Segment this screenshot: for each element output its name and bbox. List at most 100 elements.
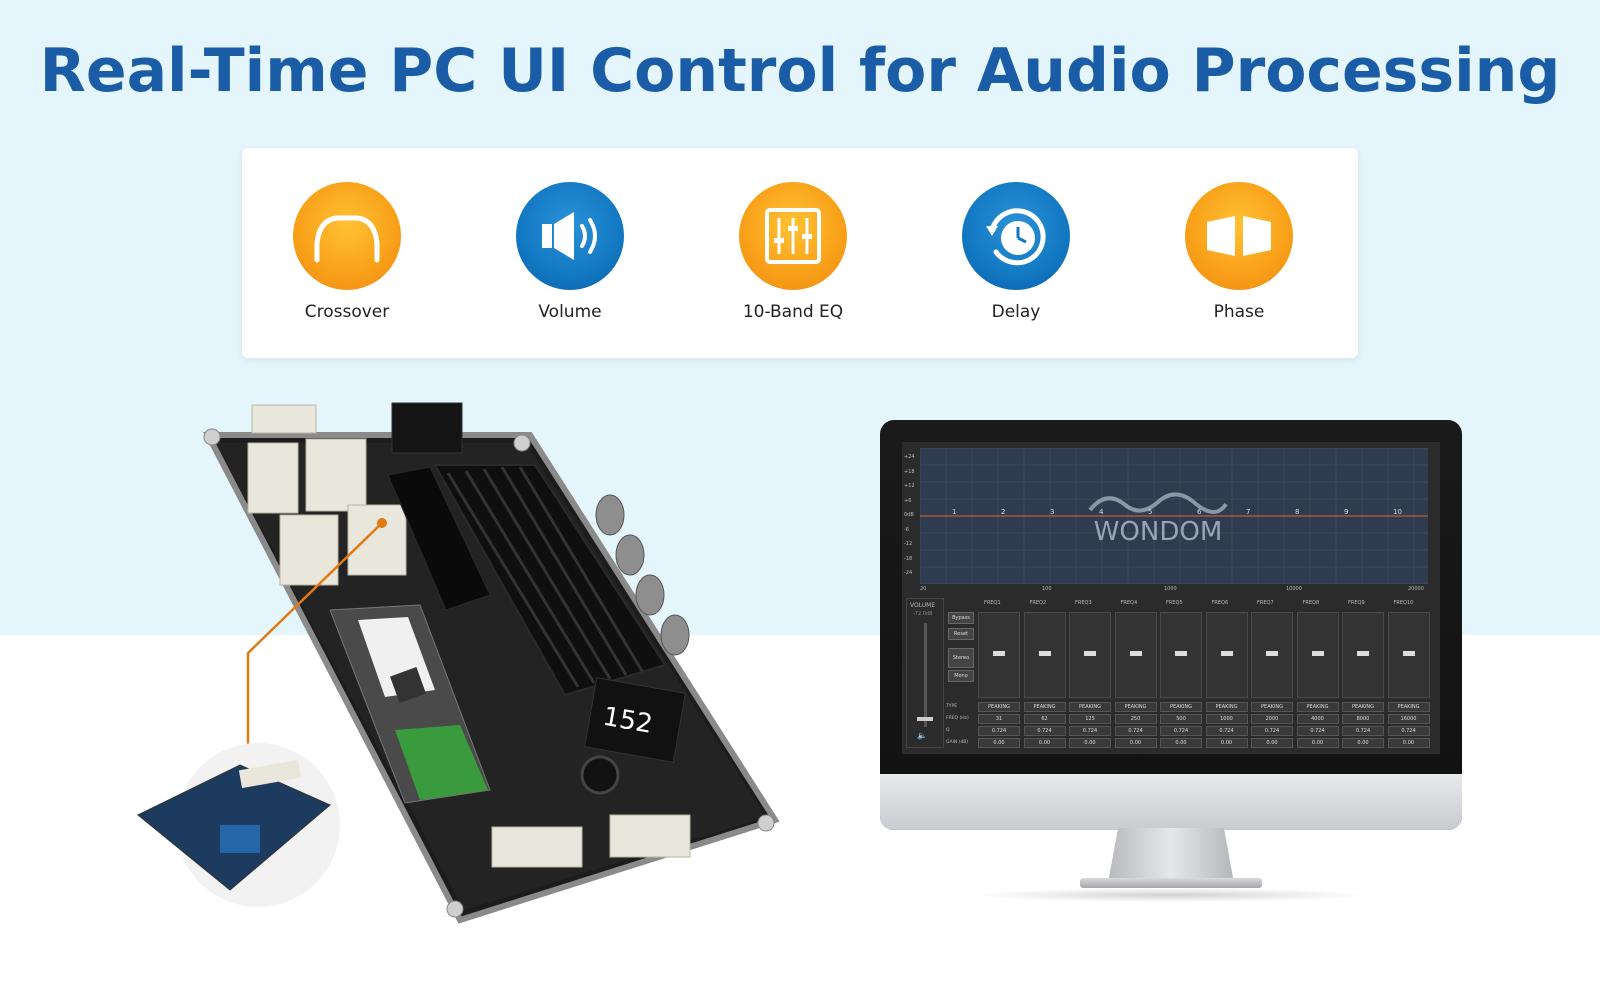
- band-slider[interactable]: [1114, 612, 1157, 698]
- eq-point-label[interactable]: 7: [1246, 508, 1250, 516]
- feature-delay: Delay: [926, 182, 1106, 322]
- band-freq-cell[interactable]: 500: [1160, 714, 1202, 724]
- phase-icon: [1185, 182, 1293, 290]
- band-slider-handle[interactable]: [993, 651, 1005, 656]
- band-slider[interactable]: [1251, 612, 1293, 698]
- band-freq-cell[interactable]: 4000: [1296, 714, 1339, 724]
- band-type-cell[interactable]: PEAKING: [1160, 702, 1202, 712]
- reset-button[interactable]: Reset: [948, 628, 974, 640]
- eq-response-graph: WONDOM 1 2 3 4 5 6 7 8 9 10: [919, 447, 1428, 585]
- eq-point-label[interactable]: 2: [1001, 508, 1005, 516]
- eq-point-label[interactable]: 5: [1148, 508, 1152, 516]
- band-freq-cell[interactable]: 1000: [1205, 714, 1248, 724]
- band-freq-cell[interactable]: 2000: [1251, 714, 1293, 724]
- band-gain-cell[interactable]: 0.00: [1160, 738, 1202, 748]
- feature-panel: Crossover Volume 10-Band EQ: [242, 148, 1358, 358]
- band-q-cell[interactable]: 0.724: [1387, 726, 1430, 736]
- band-slider-handle[interactable]: [1038, 651, 1051, 656]
- band-name: FREQ3: [1075, 600, 1092, 606]
- band-q-cell[interactable]: 0.724: [1342, 726, 1384, 736]
- monitor-stand-base: [1080, 878, 1262, 888]
- feature-label: Volume: [538, 302, 602, 322]
- volume-slider[interactable]: [924, 623, 927, 727]
- band-gain-cell[interactable]: 0.00: [1114, 738, 1157, 748]
- volume-value: -72.0dB: [913, 611, 933, 617]
- band-freq-cell[interactable]: 16000: [1387, 714, 1430, 724]
- band-q-cell[interactable]: 0.724: [1114, 726, 1157, 736]
- band-type-cell[interactable]: PEAKING: [1205, 702, 1248, 712]
- band-slider[interactable]: [1342, 612, 1384, 698]
- band-slider-handle[interactable]: [1129, 651, 1142, 656]
- eq-point-label[interactable]: 1: [952, 508, 956, 516]
- band-gain-cell[interactable]: 0.00: [1296, 738, 1339, 748]
- band-gain-cell[interactable]: 0.00: [1387, 738, 1430, 748]
- brand-logo: WONDOM: [1094, 517, 1223, 547]
- band-freq-cell[interactable]: 62: [1023, 714, 1066, 724]
- freq-tick-label: 20: [920, 586, 927, 592]
- band-slider-handle[interactable]: [1266, 651, 1278, 656]
- band-q-cell[interactable]: 0.724: [1251, 726, 1293, 736]
- band-gain-cell[interactable]: 0.00: [1342, 738, 1384, 748]
- band-q-cell[interactable]: 0.724: [1205, 726, 1248, 736]
- volume-label: VOLUME: [910, 602, 936, 609]
- band-type-cell[interactable]: PEAKING: [1114, 702, 1157, 712]
- band-slider-handle[interactable]: [1220, 651, 1233, 656]
- band-slider[interactable]: [1296, 612, 1339, 698]
- band-type-cell[interactable]: PEAKING: [1342, 702, 1384, 712]
- band-q-cell[interactable]: 0.724: [978, 726, 1020, 736]
- eq-point-label[interactable]: 3: [1050, 508, 1054, 516]
- band-slider-handle[interactable]: [1175, 651, 1187, 656]
- band-slider[interactable]: [1023, 612, 1066, 698]
- band-q-cell[interactable]: 0.724: [1023, 726, 1066, 736]
- band-freq-cell[interactable]: 250: [1114, 714, 1157, 724]
- freq-tick-label: 100: [1042, 586, 1052, 592]
- amplifier-board-image: 152: [130, 395, 810, 935]
- band-type-cell[interactable]: PEAKING: [1251, 702, 1293, 712]
- band-slider[interactable]: [1205, 612, 1248, 698]
- band-q-cell[interactable]: 0.724: [1296, 726, 1339, 736]
- band-gain-cell[interactable]: 0.00: [978, 738, 1020, 748]
- eq-point-label[interactable]: 8: [1295, 508, 1299, 516]
- band-slider-handle[interactable]: [1084, 651, 1096, 656]
- band-name: FREQ4: [1120, 600, 1138, 606]
- eq-point-label[interactable]: 6: [1197, 508, 1202, 516]
- band-freq-cell[interactable]: 8000: [1342, 714, 1384, 724]
- band-slider-handle[interactable]: [1311, 651, 1324, 656]
- band-type-cell[interactable]: PEAKING: [1023, 702, 1066, 712]
- band-gain-cell[interactable]: 0.00: [1069, 738, 1111, 748]
- row-label: Q: [946, 728, 950, 733]
- band-gain-cell[interactable]: 0.00: [1251, 738, 1293, 748]
- band-q-cell[interactable]: 0.724: [1160, 726, 1202, 736]
- stereo-button[interactable]: Stereo: [948, 648, 974, 668]
- band-freq-cell[interactable]: 125: [1069, 714, 1111, 724]
- gain-tick-label: +12: [904, 483, 915, 489]
- eq-point-label[interactable]: 9: [1344, 508, 1348, 516]
- freq-tick-label: 20000: [1408, 586, 1424, 592]
- band-slider-handle[interactable]: [1402, 651, 1415, 656]
- gain-tick-label: 0dB: [904, 512, 914, 518]
- band-gain-cell[interactable]: 0.00: [1023, 738, 1066, 748]
- band-freq-cell[interactable]: 31: [978, 714, 1020, 724]
- eq-point-label[interactable]: 10: [1393, 508, 1402, 516]
- band-type-cell[interactable]: PEAKING: [1387, 702, 1430, 712]
- band-slider-handle[interactable]: [1357, 651, 1369, 656]
- band-slider[interactable]: [1069, 612, 1111, 698]
- feature-phase: Phase: [1149, 182, 1329, 322]
- eq-point-label[interactable]: 4: [1099, 508, 1104, 516]
- band-slider[interactable]: [1387, 612, 1430, 698]
- bypass-button[interactable]: Bypass: [948, 612, 974, 624]
- band-type-cell[interactable]: PEAKING: [978, 702, 1020, 712]
- band-type-cell[interactable]: PEAKING: [1069, 702, 1111, 712]
- band-gain-cell[interactable]: 0.00: [1205, 738, 1248, 748]
- clock-icon: [962, 182, 1070, 290]
- band-slider[interactable]: [978, 612, 1020, 698]
- mono-button[interactable]: Mono: [948, 670, 974, 682]
- mute-icon[interactable]: 🔈: [917, 731, 927, 740]
- gain-tick-label: +18: [904, 468, 915, 475]
- feature-volume: Volume: [480, 182, 660, 322]
- band-type-cell[interactable]: PEAKING: [1296, 702, 1339, 712]
- volume-slider-handle[interactable]: [917, 717, 933, 721]
- band-slider[interactable]: [1160, 612, 1202, 698]
- band-q-cell[interactable]: 0.724: [1069, 726, 1111, 736]
